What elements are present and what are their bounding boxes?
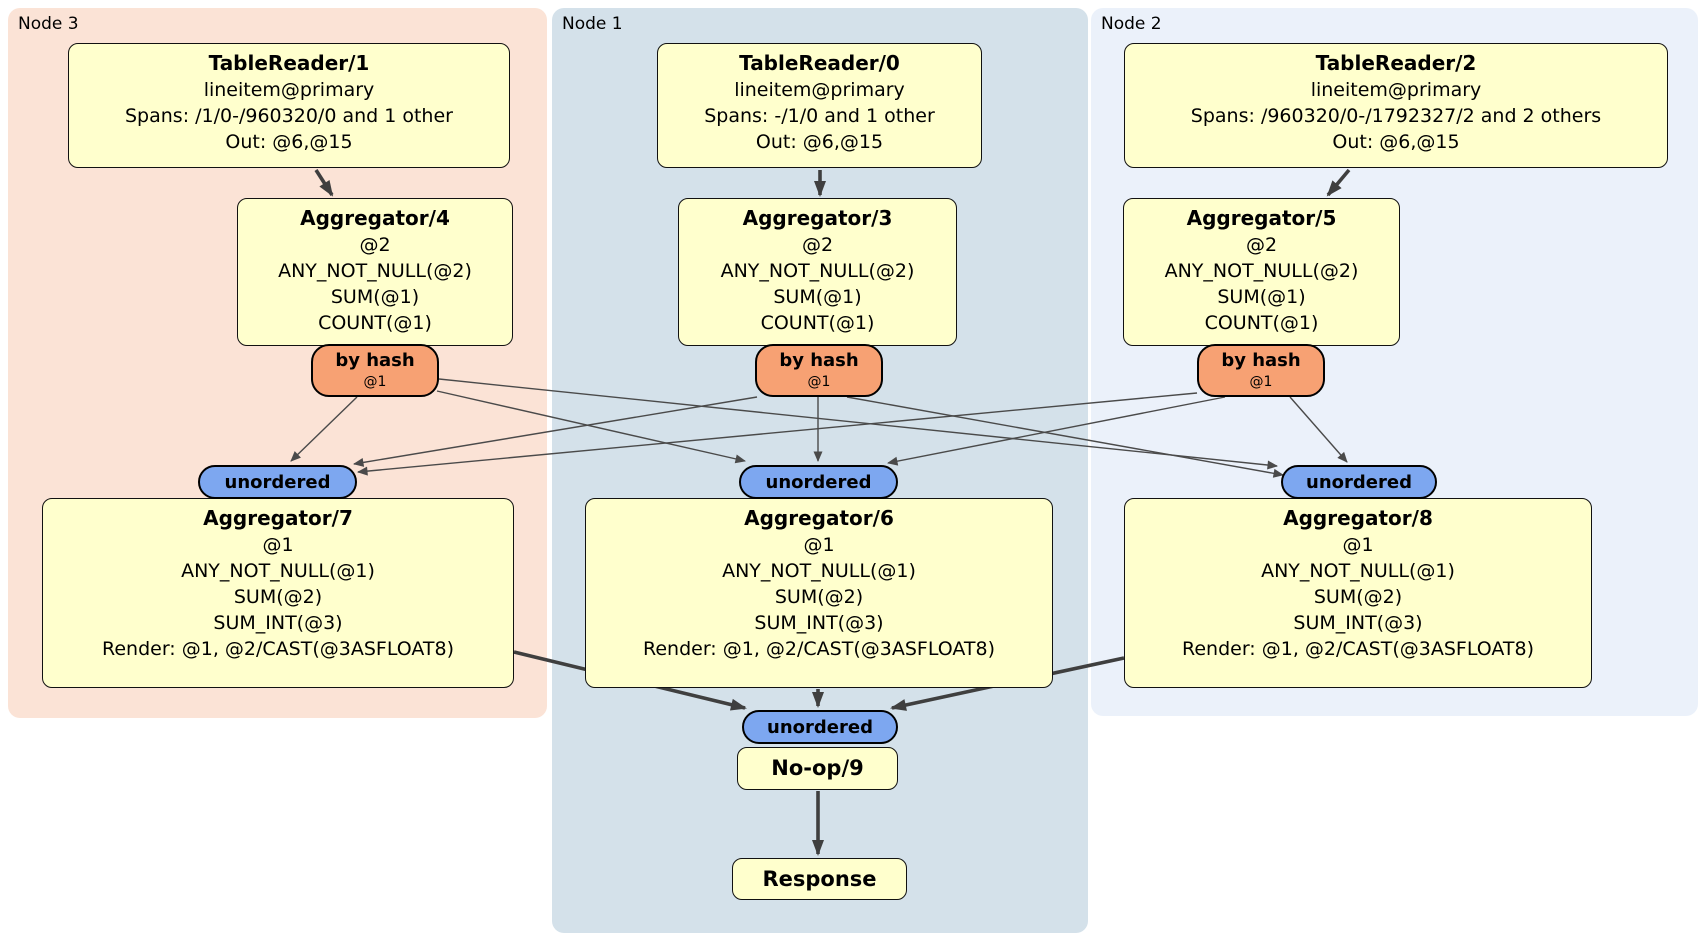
node-agg-line: SUM(@1) — [1217, 286, 1306, 308]
edge-byhash3-unordered7 — [353, 396, 758, 467]
node-aggregator-4: Aggregator/4 @2 ANY_NOT_NULL(@2) SUM(@1)… — [237, 198, 513, 346]
node-agg-line: SUM(@1) — [330, 286, 420, 308]
node-agg-line: ANY_NOT_NULL(@2) — [278, 260, 472, 282]
node-render-line: Render: @1, @2/CAST(@3ASFLOAT8) — [1182, 638, 1534, 660]
region-label-node1: Node 1 — [562, 14, 623, 34]
node-tablereader-2: TableReader/2 lineitem@primary Spans: /9… — [1124, 43, 1668, 168]
node-response: Response — [732, 858, 907, 900]
badge-by-hash-router-3: by hash @1 — [755, 344, 883, 397]
node-agg-line: SUM_INT(@3) — [754, 612, 884, 634]
node-group-line: @2 — [1245, 234, 1278, 256]
node-out-line: Out: @6,@15 — [1332, 131, 1460, 153]
node-title: Aggregator/7 — [203, 506, 353, 530]
edge-byhash5-unordered6 — [887, 396, 1226, 466]
node-agg-line: ANY_NOT_NULL(@1) — [181, 560, 375, 582]
by-hash-key: @1 — [807, 374, 831, 390]
edge-byhash4-unordered8 — [438, 378, 1278, 470]
node-title: TableReader/2 — [1315, 51, 1477, 75]
edge-byhash5-unordered7 — [357, 392, 1198, 476]
node-title: No-op/9 — [771, 756, 864, 780]
node-title: Aggregator/5 — [1186, 206, 1337, 230]
by-hash-label: by hash — [1221, 350, 1301, 371]
node-spans-line: Spans: /1/0-/960320/0 and 1 other — [125, 105, 453, 127]
node-title: Aggregator/3 — [742, 206, 893, 230]
node-render-line: Render: @1, @2/CAST(@3ASFLOAT8) — [102, 638, 454, 660]
node-spans-line: Spans: -/1/0 and 1 other — [704, 105, 935, 127]
node-agg-line: SUM(@2) — [233, 586, 323, 608]
unordered-label: unordered — [765, 471, 872, 493]
node-aggregator-8: Aggregator/8 @1 ANY_NOT_NULL(@1) SUM(@2)… — [1124, 498, 1592, 688]
node-index-line: lineitem@primary — [1310, 79, 1482, 101]
node-agg-line: COUNT(@1) — [318, 312, 432, 334]
node-index-line: lineitem@primary — [203, 79, 375, 101]
by-hash-key: @1 — [363, 374, 387, 390]
node-agg-line: ANY_NOT_NULL(@1) — [722, 560, 916, 582]
node-title: TableReader/1 — [208, 51, 370, 75]
badge-unordered-sync-7: unordered — [198, 465, 357, 499]
node-group-line: @2 — [359, 234, 391, 256]
node-spans-line: Spans: /960320/0-/1792327/2 and 2 others — [1190, 105, 1602, 127]
edge-tablereader1-aggregator4 — [314, 169, 334, 197]
node-noop-9: No-op/9 — [737, 747, 898, 790]
by-hash-label: by hash — [779, 350, 859, 371]
node-index-line: lineitem@primary — [734, 79, 905, 101]
node-render-line: Render: @1, @2/CAST(@3ASFLOAT8) — [643, 638, 995, 660]
node-out-line: Out: @6,@15 — [225, 131, 353, 153]
node-agg-line: ANY_NOT_NULL(@2) — [1164, 260, 1359, 282]
node-title: TableReader/0 — [739, 51, 900, 75]
badge-by-hash-router-5: by hash @1 — [1197, 344, 1325, 397]
node-tablereader-1: TableReader/1 lineitem@primary Spans: /1… — [68, 43, 510, 168]
unordered-label: unordered — [767, 716, 873, 738]
node-title: Aggregator/6 — [744, 506, 894, 530]
node-agg-line: ANY_NOT_NULL(@2) — [720, 260, 915, 282]
by-hash-label: by hash — [335, 350, 415, 371]
node-agg-line: COUNT(@1) — [760, 312, 875, 334]
node-agg-line: SUM(@1) — [773, 286, 862, 308]
node-group-line: @1 — [262, 534, 294, 556]
node-group-line: @1 — [803, 534, 835, 556]
region-label-node2: Node 2 — [1101, 14, 1162, 34]
badge-unordered-sync-6: unordered — [739, 465, 898, 499]
node-title: Aggregator/4 — [300, 206, 450, 230]
badge-unordered-sync-8: unordered — [1281, 465, 1437, 499]
node-group-line: @2 — [801, 234, 834, 256]
node-agg-line: SUM_INT(@3) — [213, 612, 343, 634]
badge-by-hash-router-4: by hash @1 — [311, 344, 439, 397]
node-group-line: @1 — [1342, 534, 1374, 556]
node-tablereader-0: TableReader/0 lineitem@primary Spans: -/… — [657, 43, 982, 168]
node-out-line: Out: @6,@15 — [755, 131, 884, 153]
node-agg-line: COUNT(@1) — [1204, 312, 1319, 334]
edge-byhash4-unordered6 — [436, 390, 746, 464]
unordered-label: unordered — [1306, 471, 1412, 493]
edge-tablereader2-aggregator5 — [1326, 168, 1351, 197]
node-aggregator-5: Aggregator/5 @2 ANY_NOT_NULL(@2) SUM(@1)… — [1123, 198, 1400, 346]
node-agg-line: SUM_INT(@3) — [1293, 612, 1423, 634]
node-aggregator-3: Aggregator/3 @2 ANY_NOT_NULL(@2) SUM(@1)… — [678, 198, 957, 346]
node-title: Aggregator/8 — [1283, 506, 1433, 530]
edge-byhash3-unordered8 — [846, 396, 1284, 478]
node-aggregator-7: Aggregator/7 @1 ANY_NOT_NULL(@1) SUM(@2)… — [42, 498, 514, 688]
unordered-label: unordered — [224, 471, 331, 493]
edge-byhash4-unordered7 — [290, 396, 358, 462]
badge-unordered-sync-noop: unordered — [742, 710, 898, 744]
node-agg-line: ANY_NOT_NULL(@1) — [1261, 560, 1455, 582]
node-aggregator-6: Aggregator/6 @1 ANY_NOT_NULL(@1) SUM(@2)… — [585, 498, 1053, 688]
node-title: Response — [762, 866, 877, 891]
region-label-node3: Node 3 — [18, 14, 79, 34]
by-hash-key: @1 — [1249, 374, 1273, 390]
node-agg-line: SUM(@2) — [1313, 586, 1403, 608]
edge-byhash5-unordered8 — [1289, 396, 1348, 463]
node-agg-line: SUM(@2) — [774, 586, 864, 608]
